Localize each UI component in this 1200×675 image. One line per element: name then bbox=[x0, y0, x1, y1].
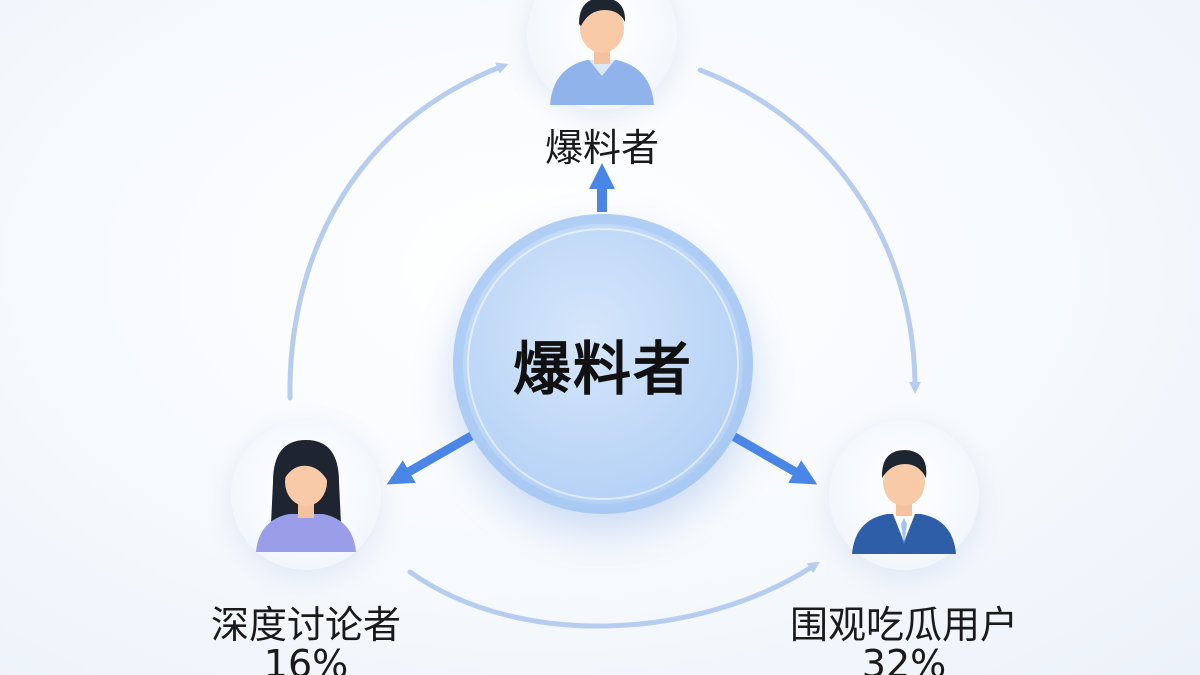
right-node-label: 围观吃瓜用户 bbox=[789, 603, 1018, 647]
top-node-label: 爆料者 bbox=[544, 126, 659, 170]
male-user-icon bbox=[550, 0, 654, 105]
center-node: 爆料者 bbox=[453, 214, 753, 514]
male-suit-user-icon bbox=[852, 450, 956, 554]
cycle-arrow-top-to-right bbox=[697, 67, 921, 394]
cycle-arrow-left-to-top bbox=[287, 62, 509, 401]
left-node-percent: 16% bbox=[263, 642, 349, 675]
left-node-label: 深度讨论者 bbox=[210, 603, 401, 647]
female-user-icon bbox=[256, 440, 356, 552]
right-avatar bbox=[829, 420, 979, 570]
top-avatar bbox=[527, 0, 677, 110]
center-arrow-right bbox=[728, 431, 818, 485]
right-node-percent: 32% bbox=[861, 642, 947, 675]
center-arrow-left bbox=[386, 431, 476, 485]
cycle-arrow-left-to-right bbox=[407, 561, 821, 629]
center-label: 爆料者 bbox=[512, 335, 693, 403]
center-ring bbox=[467, 228, 739, 500]
left-avatar bbox=[231, 420, 381, 570]
